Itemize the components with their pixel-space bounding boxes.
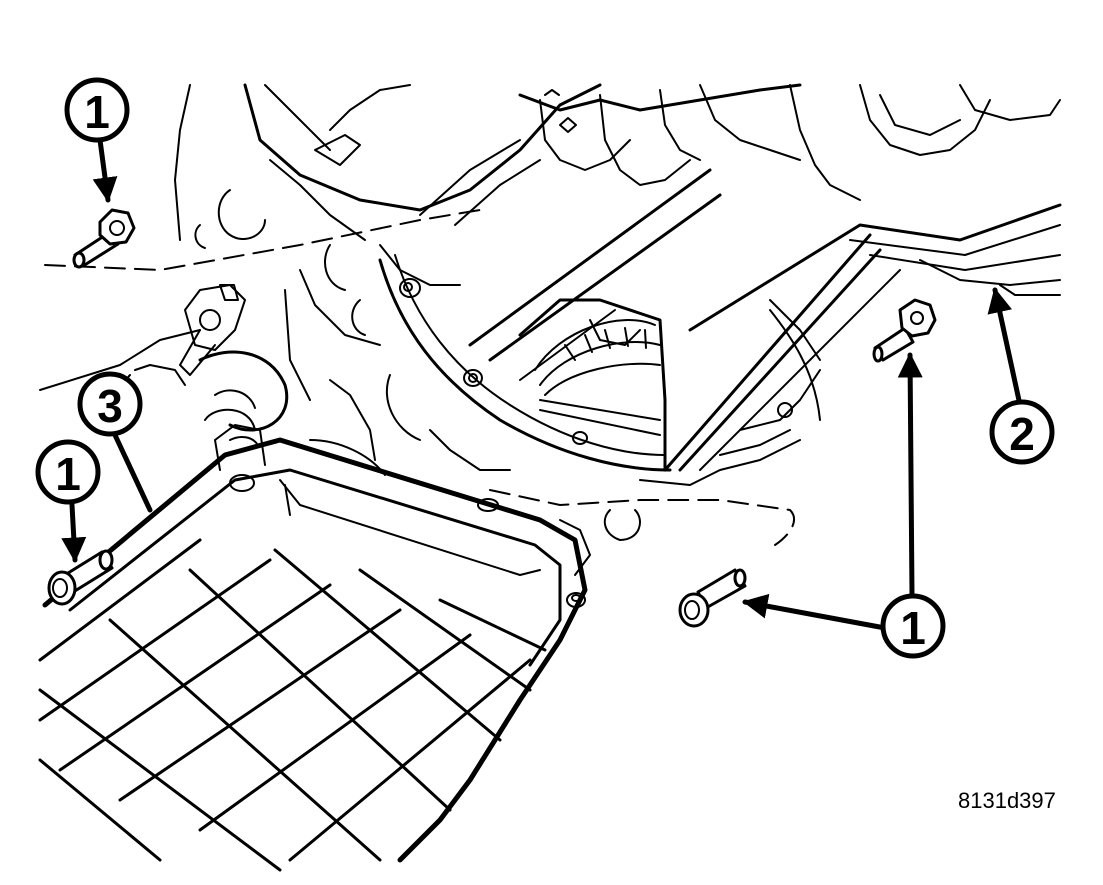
arrow-callout-1-bottom-right-b — [897, 352, 923, 598]
bolt-upper-left — [72, 208, 136, 269]
leader-arrows — [61, 137, 1023, 631]
callout-label: 2 — [1009, 408, 1035, 460]
oil-pan — [38, 424, 588, 872]
callout-label: 1 — [55, 448, 81, 500]
arrow-callout-1-lower-left — [61, 502, 87, 563]
callout-label: 1 — [900, 602, 926, 654]
callout-3: 3 — [77, 371, 143, 437]
arrow-callout-1-upper-left — [92, 137, 118, 203]
callout-2: 2 — [989, 399, 1055, 465]
callout-1-bottom-right: 1 — [880, 593, 946, 659]
callout-1-upper-left: 1 — [64, 77, 130, 143]
bolt-lower-left — [47, 549, 114, 606]
arrow-callout-2 — [987, 287, 1023, 408]
figure-id-label: 8131d397 — [958, 788, 1056, 813]
callout-label: 1 — [84, 86, 110, 138]
bolt-upper-right — [872, 298, 937, 363]
transmission-housing — [39, 83, 1062, 608]
callout-1-lower-left: 1 — [35, 439, 101, 505]
callout-label: 3 — [97, 380, 123, 432]
leader-callout-3 — [112, 432, 153, 513]
arrow-callout-1-bottom-right-a — [742, 593, 888, 631]
bolt-center-right — [678, 568, 747, 628]
